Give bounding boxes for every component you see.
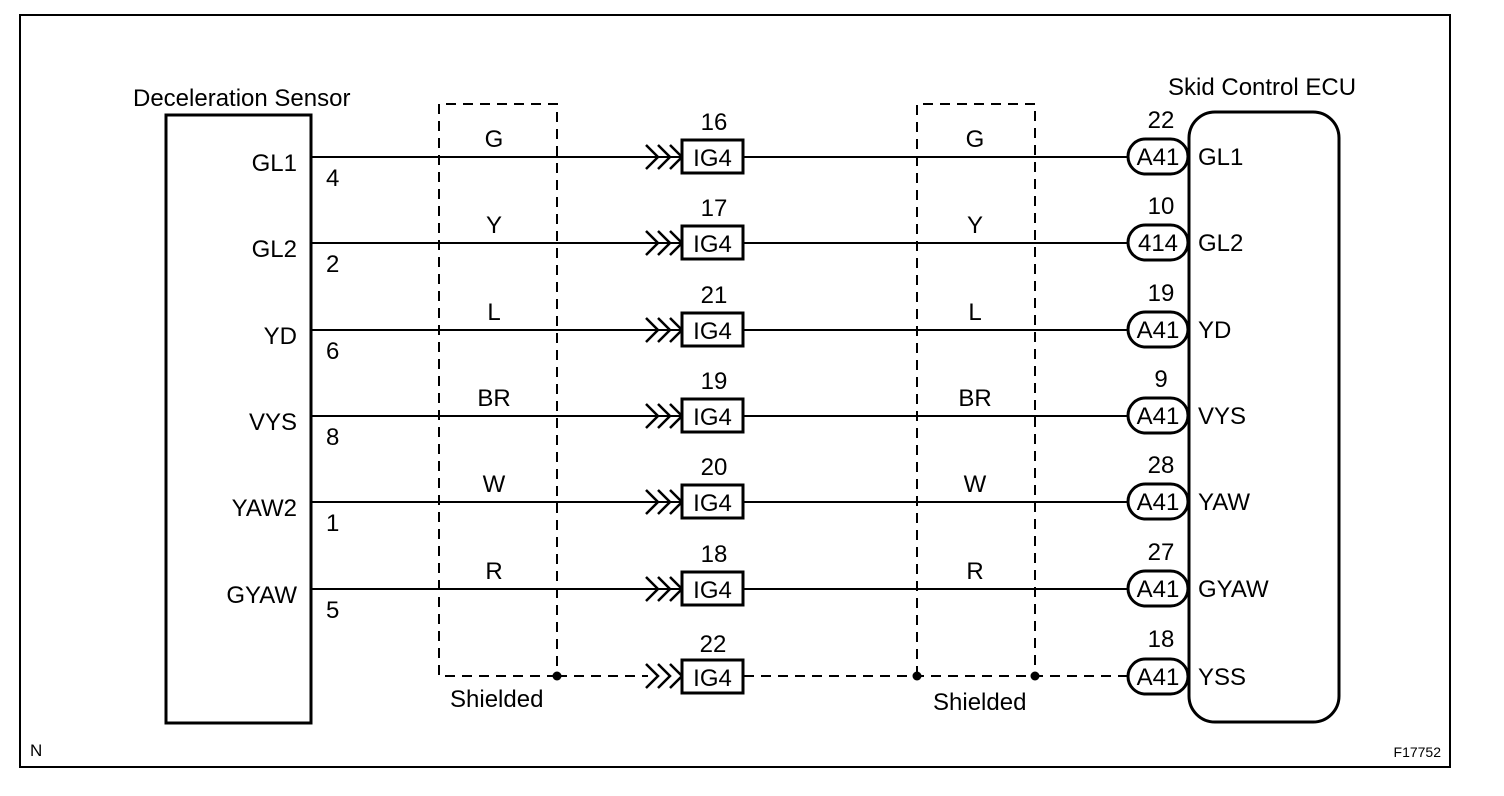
ecu-pin-label: GL1 [1198, 144, 1243, 171]
sensor-pin-number: 8 [326, 424, 339, 451]
ecu-pin-label: YSS [1198, 664, 1246, 691]
ecu-pin-label: YD [1198, 317, 1231, 344]
ecu-pin-number: 10 [1148, 193, 1175, 220]
junction-pin-number: 16 [701, 109, 728, 136]
shield-label-left: Shielded [450, 686, 543, 713]
sensor-pin-number: 5 [326, 597, 339, 624]
junction-pin-number: 20 [701, 454, 728, 481]
wire-color-label: R [485, 558, 502, 585]
junction-connector-label: IG4 [693, 490, 732, 517]
junction-pin-number: 17 [701, 195, 728, 222]
junction-connector-label: IG4 [693, 145, 732, 172]
ecu-pin-label: VYS [1198, 403, 1246, 430]
shield-junction-dot [912, 671, 922, 681]
ecu-connector-label: A41 [1137, 317, 1180, 344]
figure-id: F17752 [1394, 744, 1442, 760]
shield-right-dashed [916, 103, 1036, 676]
ecu-connector-oval [1126, 569, 1190, 608]
sensor-pin-label: GL2 [252, 236, 297, 263]
ecu-pin-number: 28 [1148, 452, 1175, 479]
ecu-connector-oval [1126, 482, 1190, 521]
sensor-pin-number: 2 [326, 251, 339, 278]
junction-connector-box [680, 224, 745, 261]
wire-color-label: G [966, 126, 985, 153]
junction-connector-box [680, 658, 745, 695]
sensor-pin-number: 1 [326, 510, 339, 537]
ecu-connector-oval [1126, 657, 1190, 696]
sensor-pin-label: YAW2 [232, 495, 297, 522]
junction-pin-number: 22 [700, 631, 727, 658]
wire-color-label: R [966, 558, 983, 585]
sensor-box [164, 113, 313, 725]
ecu-pin-label: YAW [1198, 489, 1250, 516]
ecu-connector-label: A41 [1137, 144, 1180, 171]
sensor-pin-label: VYS [249, 409, 297, 436]
ecu-connector-label: A41 [1137, 403, 1180, 430]
ecu-pin-number: 19 [1148, 280, 1175, 307]
sensor-pin-number: 4 [326, 165, 339, 192]
diagram-frame [19, 14, 1451, 768]
ecu-pin-number: 9 [1154, 366, 1167, 393]
sensor-pin-label: GYAW [226, 582, 297, 609]
sensor-pin-label: GL1 [252, 150, 297, 177]
wire-color-label: L [968, 299, 981, 326]
ecu-pin-label: GYAW [1198, 576, 1269, 603]
junction-connector-label: IG4 [693, 318, 732, 345]
sensor-pin-number: 6 [326, 338, 339, 365]
junction-connector-box [680, 483, 745, 520]
junction-pin-number: 19 [701, 368, 728, 395]
junction-pin-number: 18 [701, 541, 728, 568]
junction-connector-label: IG4 [693, 231, 732, 258]
wire-color-label: W [964, 471, 987, 498]
wire-color-label: W [483, 471, 506, 498]
junction-connector-label: IG4 [693, 577, 732, 604]
wire-color-label: Y [486, 212, 502, 239]
wire-color-label: BR [958, 385, 991, 412]
shield-left-dashed [438, 103, 558, 677]
shield-junction-dot [552, 671, 562, 681]
junction-connector-label: IG4 [693, 404, 732, 431]
ecu-connector-oval [1126, 137, 1190, 176]
junction-connector-box [680, 570, 745, 607]
ecu-connector-oval [1126, 310, 1190, 349]
junction-connector-box [680, 397, 745, 434]
junction-connector-box [680, 311, 745, 348]
ecu-pin-number: 27 [1148, 539, 1175, 566]
ecu-connector-oval [1126, 223, 1190, 262]
shield-junction-dot [1030, 671, 1040, 681]
junction-pin-number: 21 [701, 282, 728, 309]
wire-color-label: BR [477, 385, 510, 412]
wire-color-label: Y [967, 212, 983, 239]
ecu-connector-label: A41 [1137, 664, 1180, 691]
ecu-pin-number: 22 [1148, 107, 1175, 134]
sensor-title: Deceleration Sensor [133, 85, 350, 112]
ecu-connector-oval [1126, 396, 1190, 435]
wire-color-label: G [485, 126, 504, 153]
ecu-connector-label: 414 [1138, 230, 1178, 257]
junction-chevron-icon [645, 663, 684, 689]
junction-connector-label: IG4 [693, 665, 732, 692]
shield-label-right: Shielded [933, 689, 1026, 716]
ecu-pin-number: 18 [1148, 626, 1175, 653]
junction-connector-box [680, 138, 745, 175]
corner-label: N [30, 741, 42, 760]
ecu-pin-label: GL2 [1198, 230, 1243, 257]
sensor-pin-label: YD [264, 323, 297, 350]
ecu-title: Skid Control ECU [1168, 74, 1356, 101]
ecu-connector-label: A41 [1137, 576, 1180, 603]
wire-color-label: L [487, 299, 500, 326]
ecu-connector-label: A41 [1137, 489, 1180, 516]
